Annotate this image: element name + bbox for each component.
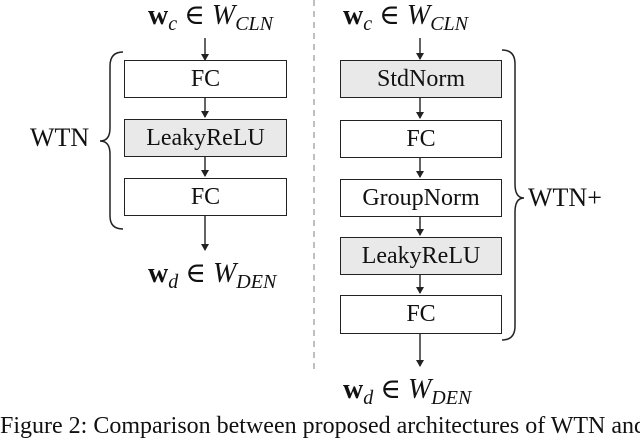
right-block-stdnorm: StdNorm: [340, 60, 502, 98]
right-block-fc-2: FC: [340, 295, 502, 334]
right-brace-label: WTN+: [528, 183, 602, 212]
right-output-label: wd ∈ WDEN: [343, 374, 472, 409]
right-brace: [501, 49, 525, 341]
right-block-groupnorm: GroupNorm: [340, 179, 502, 217]
left-block-leakyrelu: LeakyReLU: [124, 119, 287, 157]
left-output-label: wd ∈ WDEN: [148, 258, 277, 293]
right-input-label: wc ∈ WCLN: [343, 0, 468, 35]
left-brace: [99, 51, 124, 230]
figure-caption: Figure 2: Comparison between proposed ar…: [0, 413, 640, 439]
diagram-canvas: [99, 0, 525, 370]
left-block-fc-2: FC: [124, 178, 287, 216]
left-input-label: wc ∈ WCLN: [148, 0, 273, 35]
left-block-fc-1: FC: [124, 60, 287, 98]
right-block-leakyrelu: LeakyReLU: [340, 237, 502, 275]
left-brace-label: WTN: [30, 123, 90, 152]
right-block-fc-1: FC: [340, 120, 502, 158]
